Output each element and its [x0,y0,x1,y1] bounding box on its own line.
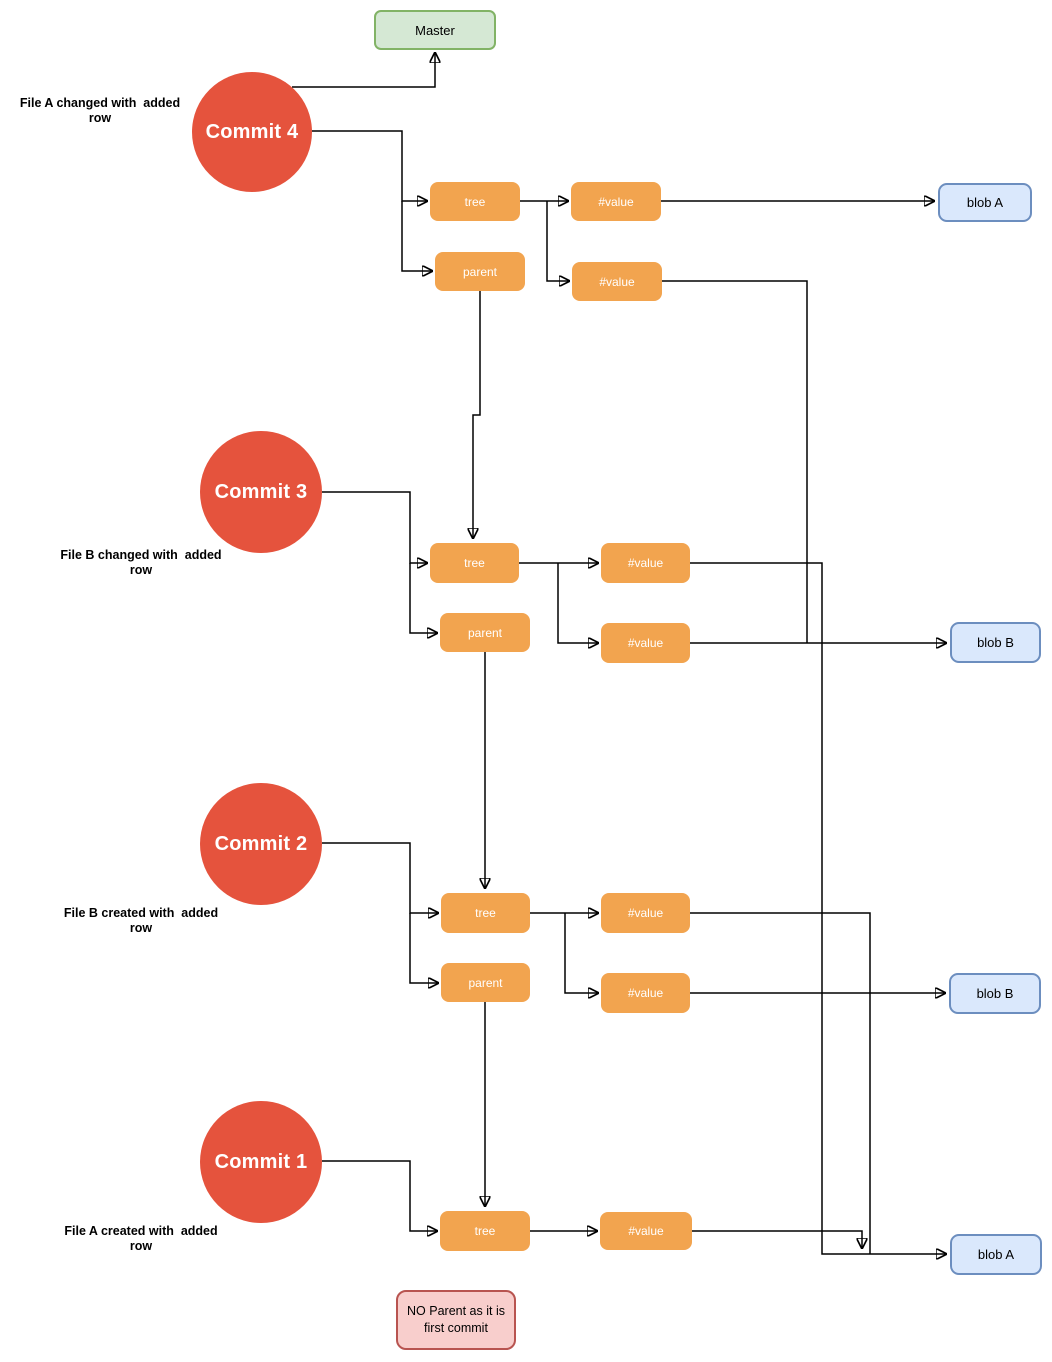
blob-b-commit3-node: blob B [950,622,1041,663]
blob-a-bottom-node: blob A [950,1234,1042,1275]
edge-commit3-tree [322,491,427,563]
edge-value2a-blobA1 [690,912,871,1254]
edge-tree2-value2 [564,913,598,993]
commit3-node: Commit 3 [200,431,322,553]
edge-value4b-blobB3 [662,280,808,643]
commit3-value2-node: #value [601,623,690,663]
edge-tree3-value2 [557,563,598,643]
edge-commit2-tree [322,842,438,913]
commit1-tree-node: tree [440,1211,530,1251]
blob-a-top-node: blob A [938,183,1032,222]
no-parent-note: NO Parent as it is first commit [396,1290,516,1350]
commit2-value2-node: #value [601,973,690,1013]
edge-tree4-value2 [546,201,569,281]
edge-commit1-tree [322,1160,437,1231]
commit1-node: Commit 1 [200,1101,322,1223]
commit4-value1-node: #value [571,182,661,221]
edge-commit3-parent [409,563,437,633]
annotation-commit1: File A created with added row [64,1224,222,1253]
edge-parent4-tree3 [473,291,481,538]
master-branch-node: Master [374,10,496,50]
annotation-commit2: File B created with added row [63,906,222,935]
commit2-value1-node: #value [601,893,690,933]
annotation-commit3: File B changed with added row [60,548,222,577]
commit3-value1-node: #value [601,543,690,583]
edge-value1-blobA1 [692,1230,862,1248]
commit4-parent-node: parent [435,252,525,291]
annotation-commit4: File A changed with added row [19,96,181,125]
commit4-value2-node: #value [572,262,662,301]
commit4-tree-node: tree [430,182,520,221]
commit3-tree-node: tree [430,543,519,583]
edge-commit4-parent [401,201,432,271]
edge-commit4-tree [312,130,427,201]
commit2-tree-node: tree [441,893,530,933]
commit1-value1-node: #value [600,1212,692,1250]
commit4-node: Commit 4 [192,72,312,192]
commit2-parent-node: parent [441,963,530,1002]
edge-commit4-master [292,53,435,88]
commit3-parent-node: parent [440,613,530,652]
commit2-node: Commit 2 [200,783,322,905]
edge-commit2-parent [409,913,438,983]
edge-value3a-blobA1 [690,562,946,1254]
blob-b-commit2-node: blob B [949,973,1041,1014]
